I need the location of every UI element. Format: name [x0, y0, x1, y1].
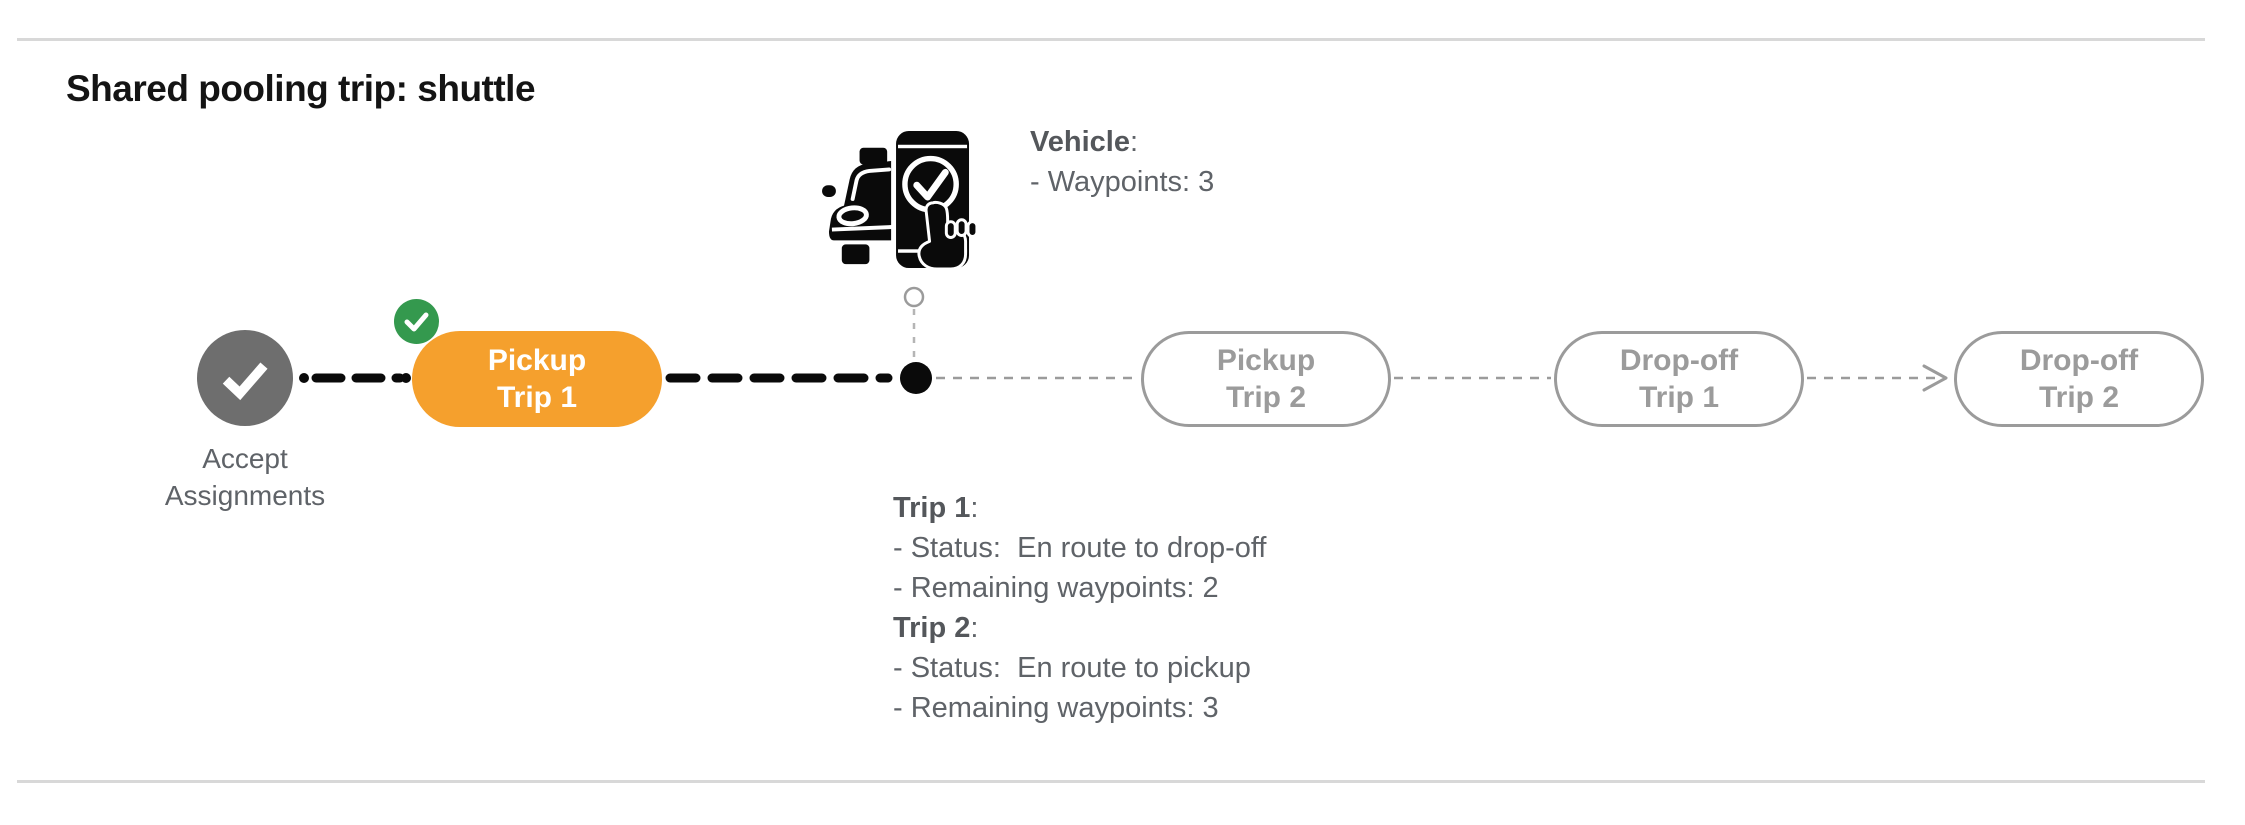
pickup-trip-2-line2: Trip 2: [1225, 381, 1307, 414]
current-position-dot: [900, 362, 932, 394]
completed-check-badge: [394, 299, 439, 344]
check-badge-icon: [404, 312, 429, 332]
dropoff-trip-1-pill: Drop-off Trip 1: [1554, 331, 1804, 427]
trip2-remaining: - Remaining waypoints: 3: [893, 692, 1219, 724]
trip2-label: Trip 2:: [893, 612, 979, 644]
trip1-remaining: - Remaining waypoints: 2: [893, 572, 1219, 604]
connector-dot: [299, 373, 309, 383]
dropoff-trip-2-line1: Drop-off: [2019, 344, 2139, 377]
vehicle-waypoints-text: - Waypoints: 3: [1030, 166, 1215, 198]
dropoff-trip-1-line2: Trip 1: [1638, 381, 1720, 414]
trip2-status: - Status: En route to pickup: [893, 652, 1251, 684]
hand-icon: [917, 200, 978, 271]
trip-info-block: Trip 1: - Status: En route to drop-off -…: [893, 488, 1266, 728]
accept-label-line1: Accept: [202, 443, 288, 474]
page-title: Shared pooling trip: shuttle: [66, 68, 536, 109]
accept-label-line2: Assignments: [164, 480, 326, 511]
pickup-trip-2-line1: Pickup: [1216, 344, 1316, 377]
arrow-right-icon: [1922, 364, 1948, 392]
trip1-status: - Status: En route to drop-off: [893, 532, 1267, 564]
accept-assignments-node: [197, 330, 293, 426]
accept-assignments-label: Accept Assignments: [95, 440, 395, 514]
bottom-divider: [17, 780, 2205, 783]
vehicle-info-block: Vehicle: - Waypoints: 3: [1030, 122, 1214, 202]
dropoff-trip-2-line2: Trip 2: [2038, 381, 2120, 414]
pickup-trip-2-pill: Pickup Trip 2: [1141, 331, 1391, 427]
dropoff-trip-2-pill: Drop-off Trip 2: [1954, 331, 2204, 427]
top-divider: [17, 38, 2205, 41]
connector-dot: [401, 373, 411, 383]
hollow-circle-marker: [903, 286, 925, 308]
pickup-trip-1-line2: Trip 1: [496, 381, 578, 414]
trip1-label: Trip 1:: [893, 492, 979, 524]
pickup-trip-1-line1: Pickup: [487, 344, 587, 377]
car-with-phone-check-icon: [822, 128, 978, 271]
check-icon: [222, 362, 268, 401]
vehicle-info-label: Vehicle:: [1030, 126, 1139, 158]
pickup-trip-1-pill: Pickup Trip 1: [412, 331, 662, 427]
dropoff-trip-1-line1: Drop-off: [1619, 344, 1739, 377]
car-icon: [822, 147, 902, 265]
